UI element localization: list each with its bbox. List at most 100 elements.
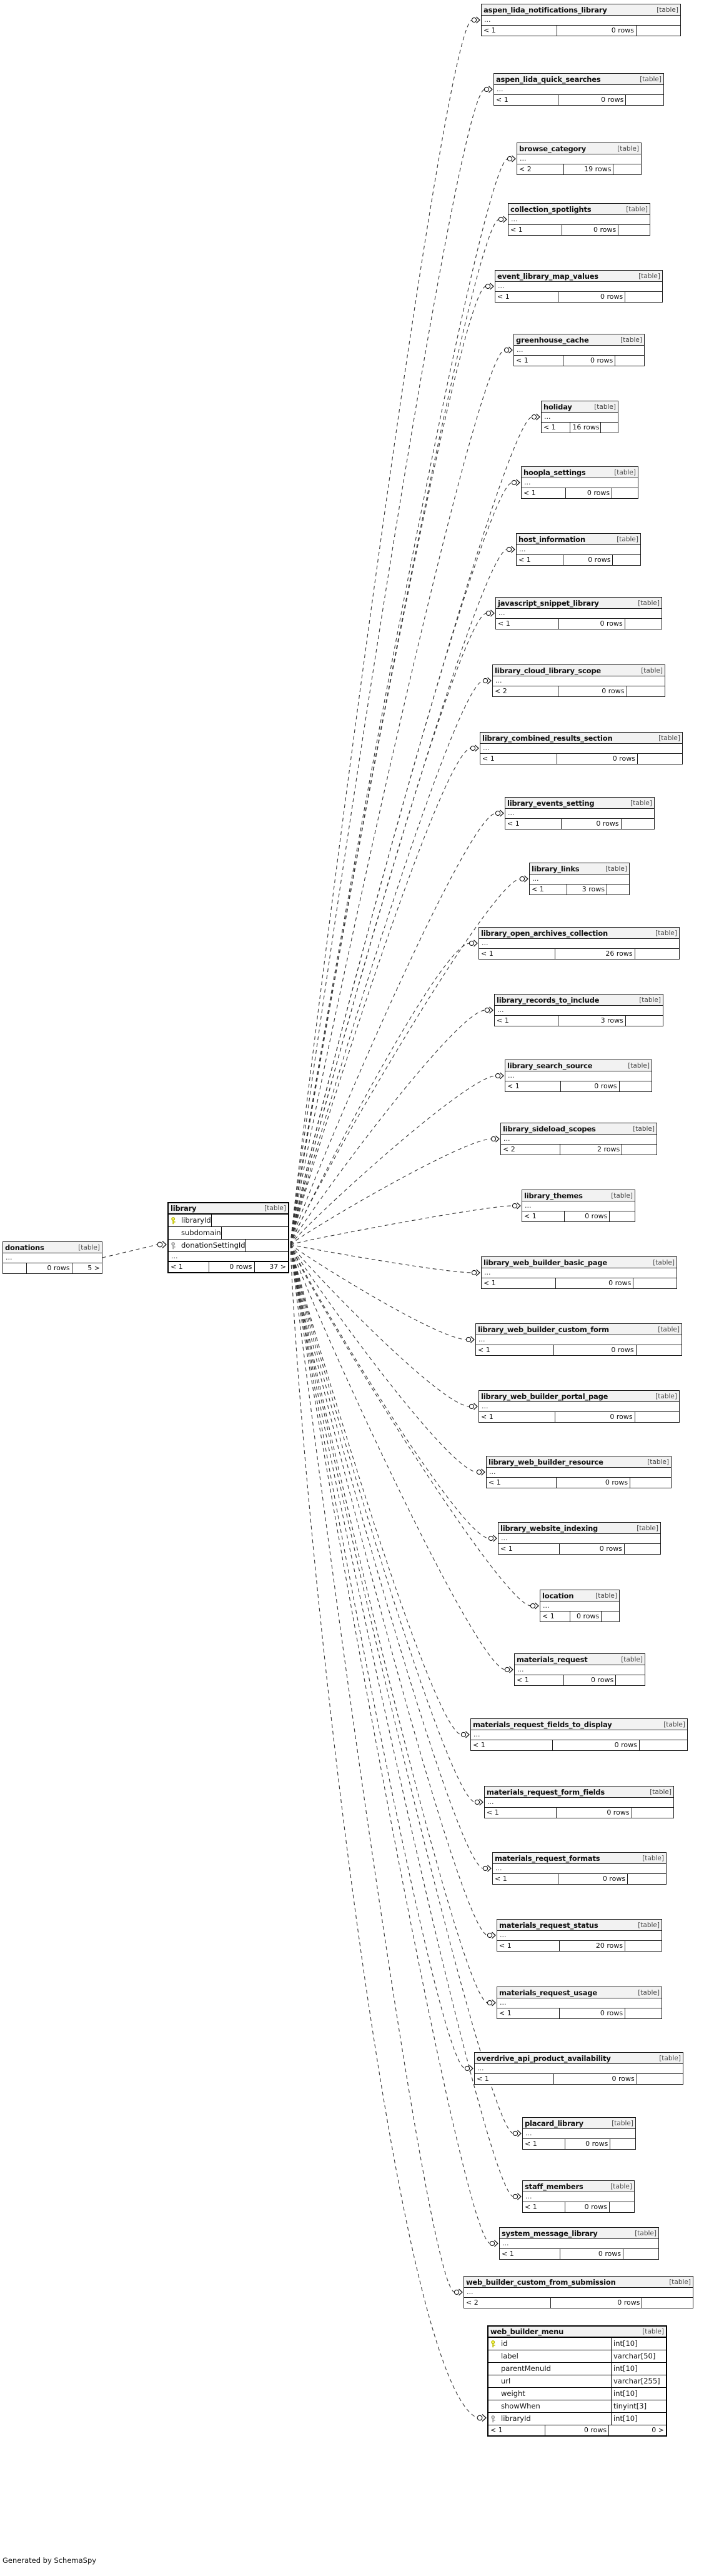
row-count: 0 rows [558,292,626,302]
table-node[interactable]: library_web_builder_portal_page[table]..… [478,1390,680,1423]
table-node-title: library_search_source[table] [505,1060,652,1071]
row-count: 0 rows [557,26,637,36]
table-name: aspen_lida_notifications_library [483,5,607,14]
table-tag: [table] [638,1921,660,1929]
table-node[interactable]: library_cloud_library_scope[table]...< 2… [492,664,665,697]
row-count: 3 rows [558,1016,626,1026]
table-node-title: donations [table] [3,1242,102,1253]
column-type [246,1240,288,1251]
child-count: 0 > [652,2426,664,2434]
table-tag: [table] [637,1524,658,1532]
table-node[interactable]: library_open_archives_collection[table].… [478,927,680,960]
table-node[interactable]: aspen_lida_notifications_library[table].… [481,4,681,36]
table-name: event_library_map_values [497,271,598,281]
child-count [620,1081,652,1091]
table-tag: [table] [653,1258,675,1266]
row-count: 0 rows [561,1081,620,1091]
child-count [625,1544,660,1554]
table-node[interactable]: overdrive_api_product_availability[table… [474,2052,683,2085]
table-node-library[interactable]: library [table] libraryId subdomain [167,1202,289,1273]
column-row: libraryId [169,1215,288,1227]
column-name: libraryId [169,1215,212,1226]
table-tag: [table] [620,336,642,344]
row-count: 2 rows [560,1145,623,1155]
parent-count: < 1 [479,1412,555,1422]
columns-ellipsis: ... [3,1253,102,1263]
table-node-title: collection_spotlights[table] [508,204,650,215]
parent-count: < 2 [517,164,565,174]
table-node[interactable]: materials_request_form_fields[table]...<… [484,1786,674,1818]
table-node-title: overdrive_api_product_availability[table… [475,2053,683,2064]
columns-ellipsis: ... [500,2239,658,2249]
table-node[interactable]: library_combined_results_section[table].… [480,732,683,764]
table-node[interactable]: library_web_builder_resource[table]...< … [486,1456,672,1488]
parent-count: < 1 [522,488,566,498]
table-node[interactable]: web_builder_custom_from_submission[table… [464,2276,693,2308]
table-node-title: library_web_builder_portal_page[table] [479,1391,679,1402]
table-node-footer: < 1 0 rows 37 > [169,1262,288,1272]
table-node[interactable]: library_web_builder_basic_page[table]...… [481,1256,677,1289]
table-tag: [table] [647,1458,669,1466]
parent-count: < 1 [540,1611,570,1621]
table-name: library_cloud_library_scope [495,666,601,675]
columns-ellipsis: ... [479,939,679,949]
child-count: 37 > [269,1263,286,1271]
parent-count: < 1 [505,1081,561,1091]
table-name: library_links [532,864,580,873]
parent-count: < 1 [496,619,559,629]
table-name: library_themes [524,1191,583,1200]
table-node-title: system_message_library[table] [500,2228,658,2239]
row-count: 0 rows [557,1808,632,1818]
table-node[interactable]: materials_request_fields_to_display[tabl… [470,1718,688,1751]
table-name: materials_request_usage [499,1988,597,1997]
table-node-donations[interactable]: donations [table] ... 0 rows 5 > [2,1241,102,1274]
table-node[interactable]: library_web_builder_custom_form[table]..… [475,1323,682,1356]
parent-count: < 1 [497,1941,560,1951]
parent-count: < 1 [515,1675,565,1685]
table-node-title: materials_request_usage[table] [497,1987,662,1998]
columns-ellipsis: ... [487,1468,671,1478]
parent-count: < 1 [498,1544,560,1554]
column-type: tinyint[3] [613,2402,647,2410]
table-node-title: staff_members[table] [523,2181,634,2192]
foreign-key-icon [491,2415,495,2423]
columns-ellipsis: ... [493,676,665,686]
column-type: int[10] [613,2389,638,2398]
table-node-title: materials_request_fields_to_display[tabl… [471,1719,687,1730]
